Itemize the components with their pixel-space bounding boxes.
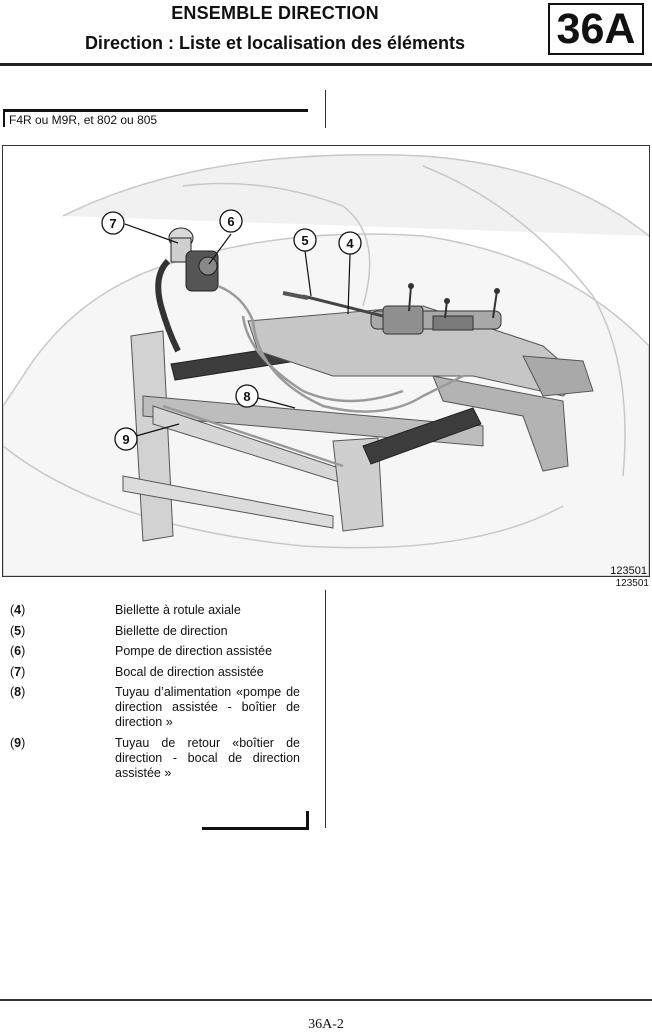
callout-label-9: 9 xyxy=(122,432,129,447)
steering-assembly-figure: 7 6 5 4 8 9 123501 xyxy=(2,145,650,577)
legend-item: (6) Pompe de direction assistée xyxy=(10,644,300,659)
steering-rack xyxy=(282,291,502,335)
legend-number: (4) xyxy=(10,603,26,617)
legend-item: (9) Tuyau de retour «boîtier de directio… xyxy=(10,736,300,781)
legend-number: (8) xyxy=(10,685,26,700)
figure-caption-ref: 123501 xyxy=(615,578,649,589)
legend-text: Tuyau de retour «boîtier de direction - … xyxy=(115,735,300,780)
callout-circle-9 xyxy=(114,427,138,451)
section-code-badge: 36A xyxy=(548,3,644,55)
callout-markers xyxy=(101,209,362,451)
callout-circle-8 xyxy=(235,384,259,408)
callout-label-8: 8 xyxy=(243,389,250,404)
callout-circle-7 xyxy=(101,211,125,235)
hydraulic-hoses xyxy=(162,284,464,468)
legend-item: (8) Tuyau d’alimentation «pompe de direc… xyxy=(10,685,300,730)
power-steering-pump-group xyxy=(155,227,219,353)
callout-label-5: 5 xyxy=(301,233,308,248)
legend-number: (9) xyxy=(10,735,26,750)
header-rule xyxy=(0,63,652,66)
chapter-title: ENSEMBLE DIRECTION xyxy=(171,3,379,23)
column-divider-legend xyxy=(325,590,326,828)
section-end-marker xyxy=(202,827,309,830)
legend-number: (7) xyxy=(10,664,26,679)
legend-list: (4) Biellette à rotule axiale (5) Bielle… xyxy=(10,603,300,787)
callout-circle-6 xyxy=(219,209,243,233)
legend-item: (5) Biellette de direction xyxy=(10,624,300,639)
legend-text: Tuyau d’alimentation «pompe de direction… xyxy=(115,685,300,730)
page-title: Direction : Liste et localisation des él… xyxy=(84,33,466,53)
legend-text: Biellette à rotule axiale xyxy=(115,603,241,617)
legend-text: Biellette de direction xyxy=(115,623,228,638)
page-number: 36A-2 xyxy=(308,1017,344,1032)
subframe xyxy=(247,305,594,472)
callout-circle-4 xyxy=(338,231,362,255)
legend-text: Bocal de direction assistée xyxy=(115,664,264,679)
vehicle-tag-bar xyxy=(3,109,308,112)
legend-number: (5) xyxy=(10,623,26,638)
section-end-marker-tick xyxy=(306,811,309,830)
legend-number: (6) xyxy=(10,644,26,659)
footer-rule xyxy=(0,999,652,1001)
vehicle-tag: F4R ou M9R, et 802 ou 805 xyxy=(9,113,158,127)
figure-image-ref: 123501 xyxy=(610,565,647,576)
steering-assembly-drawing: 7 6 5 4 8 9 123501 xyxy=(3,154,649,576)
callout-label-7: 7 xyxy=(109,216,116,231)
column-divider-top xyxy=(325,90,326,128)
vehicle-tag-tick xyxy=(3,109,5,127)
callout-label-6: 6 xyxy=(227,214,234,229)
legend-text: Pompe de direction assistée xyxy=(115,644,273,659)
mounting-bolts xyxy=(408,283,500,319)
callout-leaders xyxy=(124,223,351,437)
legend-item: (4) Biellette à rotule axiale xyxy=(10,603,300,618)
legend-item: (7) Bocal de direction assistée xyxy=(10,665,300,680)
callout-circle-5 xyxy=(293,228,317,252)
callout-label-4: 4 xyxy=(346,236,354,251)
